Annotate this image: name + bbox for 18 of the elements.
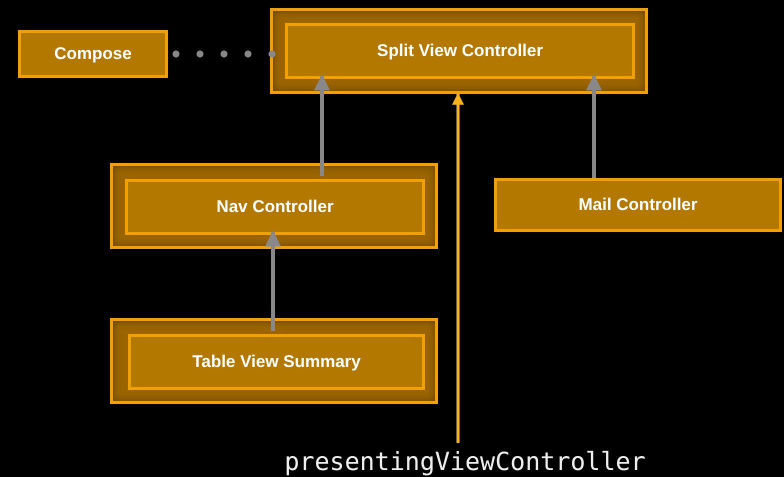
group-box	[110, 318, 438, 404]
arrow	[586, 74, 602, 178]
controller-box	[128, 334, 425, 390]
box-label: Table View Summary	[192, 352, 361, 372]
arrow	[265, 230, 281, 331]
arrow	[314, 74, 330, 176]
controller-box	[494, 178, 782, 232]
box-label: Nav Controller	[216, 197, 334, 217]
controller-box	[18, 30, 168, 78]
code-label: presentingViewController	[284, 446, 646, 476]
controller-box	[125, 179, 425, 235]
group-box	[110, 163, 438, 249]
box-label: Compose	[54, 44, 132, 64]
box-label: Split View Controller	[377, 41, 543, 61]
arrow	[452, 92, 464, 443]
box-label: Mail Controller	[578, 195, 698, 215]
controller-box	[285, 23, 635, 79]
group-box	[270, 8, 648, 94]
